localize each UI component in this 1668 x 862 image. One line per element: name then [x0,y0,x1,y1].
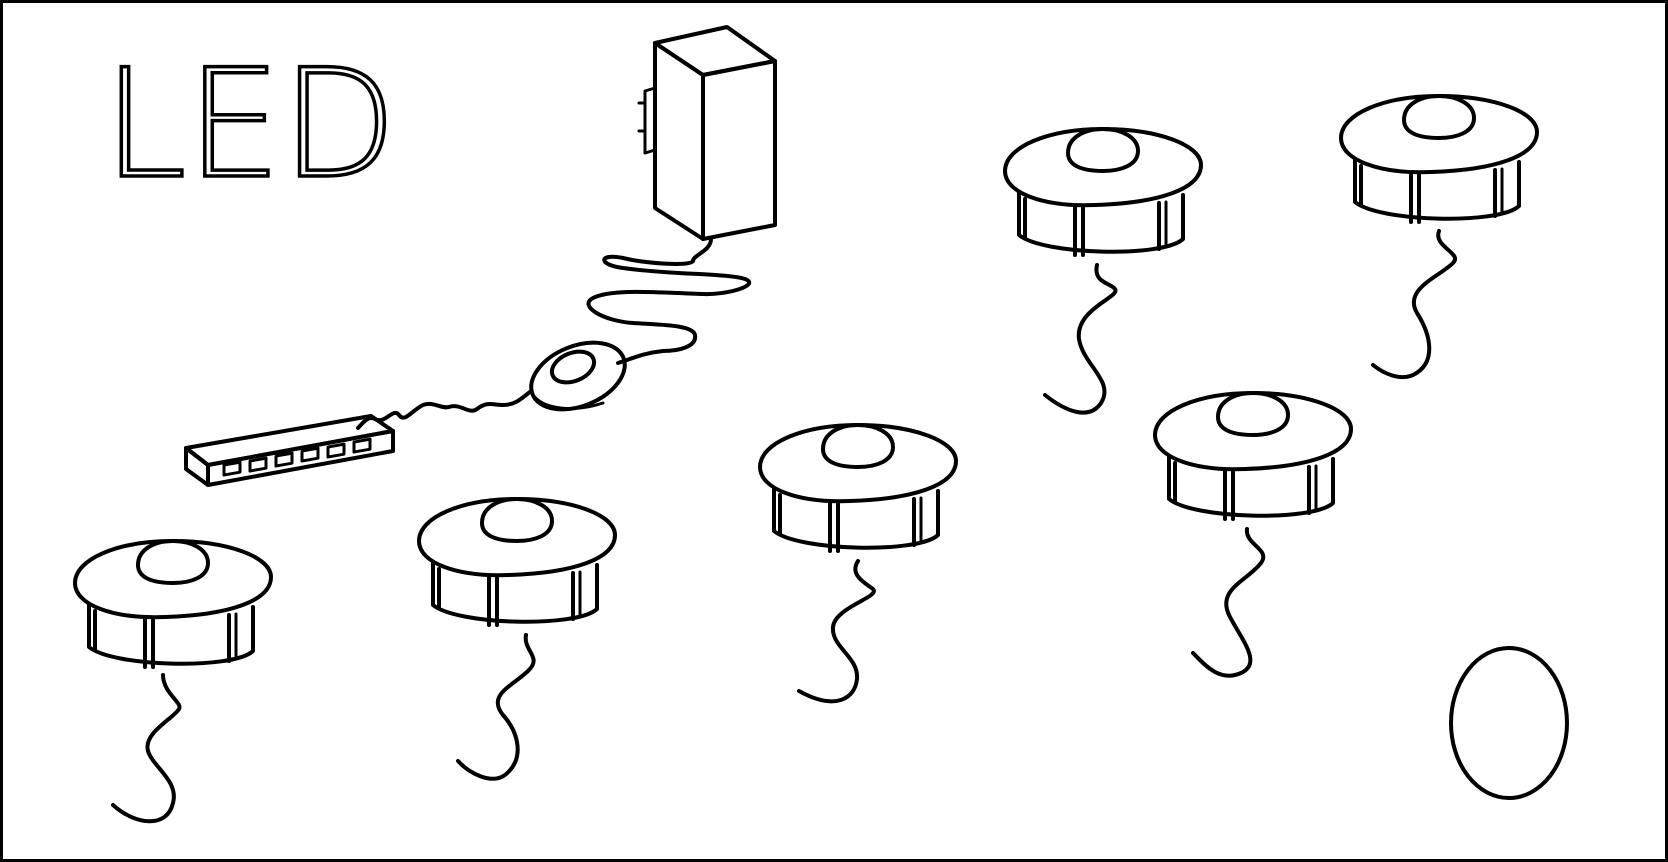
count-label-text: 0 [1509,732,1510,734]
count-label [1449,646,1569,800]
recessed-downlight-icon [1339,94,1539,380]
driver-cable [586,237,752,365]
recessed-downlight-icon [1153,391,1353,678]
inline-switch-icon [529,340,627,412]
recessed-downlight-icon [73,539,273,824]
title-label: LED [103,38,397,212]
recessed-downlight-icon [1003,127,1203,415]
led-kit-illustration: LED [73,25,1569,824]
distribution-block-icon [184,414,395,487]
power-supply-driver-icon [637,25,777,241]
recessed-downlight-icon [417,497,617,781]
recessed-downlight-icon [758,423,958,704]
